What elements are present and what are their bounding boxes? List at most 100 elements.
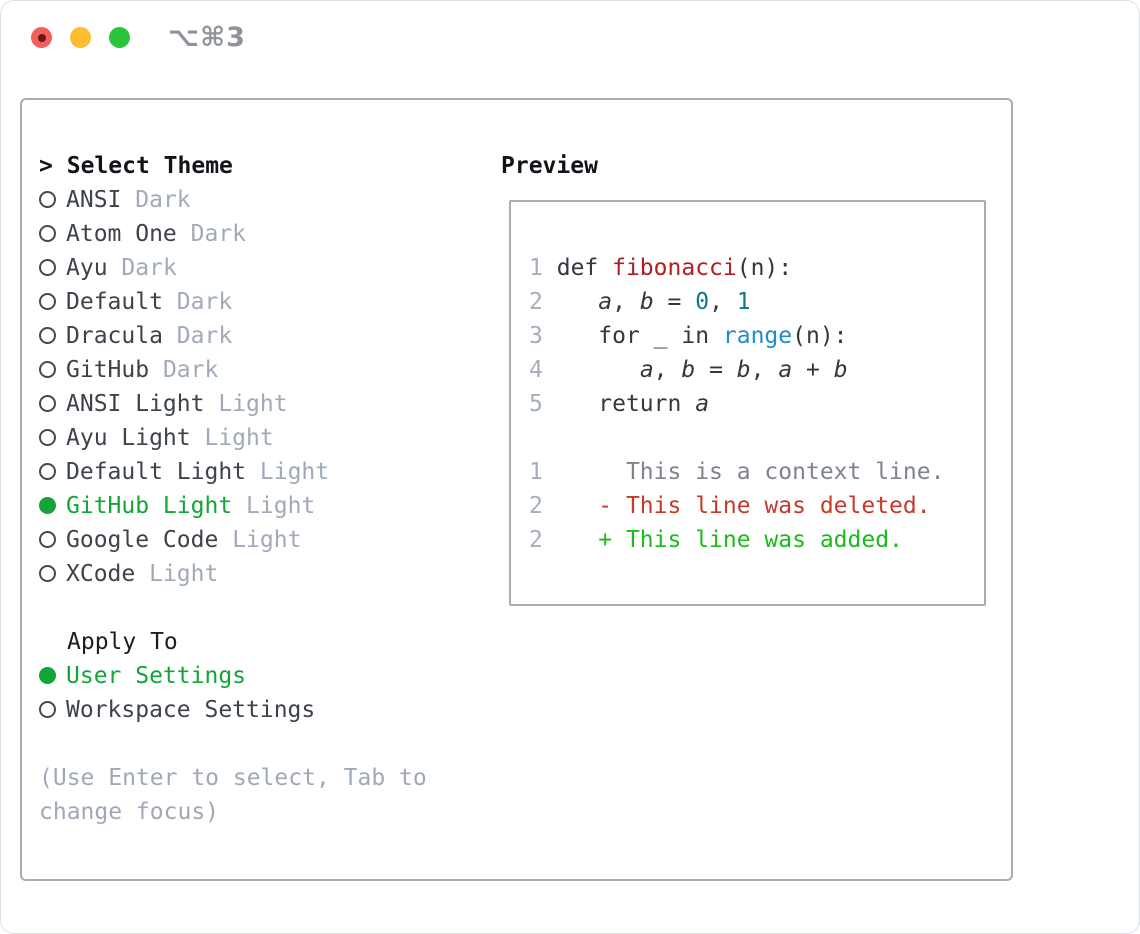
apply-option-label: Workspace Settings <box>66 697 316 723</box>
preview-column: Preview 1 def fibonacci(n):2 a, b = 0, 1… <box>501 149 986 606</box>
theme-option-label: Ayu <box>66 255 108 281</box>
theme-option-atom-one[interactable]: Atom One Dark <box>39 217 427 251</box>
code-segment-number: 1 <box>736 289 751 315</box>
code-segment-plain: for _ in <box>556 323 723 349</box>
code-segment-plain: def <box>556 255 613 281</box>
minimize-button[interactable] <box>70 27 91 48</box>
code-segment-plain: , <box>612 289 640 315</box>
code-line: 2 + This line was added. <box>529 523 984 557</box>
line-number: 2 <box>529 289 543 315</box>
code-line: 2 a, b = 0, 1 <box>529 285 984 319</box>
select-theme-title: Select Theme <box>66 153 233 179</box>
radio-icon <box>39 191 56 208</box>
radio-selected-icon <box>39 497 56 514</box>
theme-option-google-code[interactable]: Google Code Light <box>39 523 427 557</box>
code-line: 3 for _ in range(n): <box>529 319 984 353</box>
theme-option-github[interactable]: GitHub Dark <box>39 353 427 387</box>
radio-icon <box>39 531 56 548</box>
radio-icon <box>39 327 56 344</box>
code-segment-variable: a <box>598 289 613 315</box>
theme-option-ansi[interactable]: ANSI Dark <box>39 183 427 217</box>
line-number: 1 <box>529 459 543 485</box>
theme-option-label: XCode <box>66 561 136 587</box>
code-segment-function: fibonacci <box>612 255 737 281</box>
code-segment-plain: = <box>653 289 696 315</box>
code-segment-plain: (n): <box>736 255 793 281</box>
code-segment-variable: a <box>639 357 654 383</box>
theme-variant-label: Dark <box>135 187 191 213</box>
traffic-lights <box>31 27 130 48</box>
theme-option-label: Ayu Light <box>66 425 191 451</box>
close-button[interactable] <box>31 27 52 48</box>
theme-option-label: GitHub Light <box>66 493 233 519</box>
theme-option-label: GitHub <box>66 357 150 383</box>
code-line: 4 a, b = b, a + b <box>529 353 984 387</box>
apply-to-header: Apply To <box>67 629 178 655</box>
hint-text-line-1: (Use Enter to select, Tab to <box>39 765 427 791</box>
hint-text-line-2: change focus) <box>39 799 220 825</box>
code-segment-variable: a <box>695 391 710 417</box>
theme-option-default-light[interactable]: Default Light Light <box>39 455 427 489</box>
apply-option-label: User Settings <box>66 663 247 689</box>
radio-icon <box>39 259 56 276</box>
line-number: 5 <box>529 391 543 417</box>
radio-icon <box>39 701 56 718</box>
theme-variant-label: Dark <box>176 289 233 315</box>
theme-option-ayu-light[interactable]: Ayu Light Light <box>39 421 427 455</box>
radio-icon <box>39 225 56 242</box>
code-segment-plain <box>557 357 640 383</box>
theme-option-github-light[interactable]: GitHub Light Light <box>39 489 427 523</box>
code-segment-number: 0 <box>695 289 710 315</box>
line-number: 1 <box>529 255 543 281</box>
theme-option-label: Google Code <box>66 527 219 553</box>
theme-variant-label: Light <box>218 391 288 417</box>
theme-variant-label: Light <box>204 425 274 451</box>
theme-variant-label: Dark <box>162 357 219 383</box>
code-segment-variable: b <box>681 357 696 383</box>
code-segment-variable: b <box>736 357 751 383</box>
line-number: 4 <box>529 357 543 383</box>
radio-icon <box>39 361 56 378</box>
radio-icon <box>39 429 56 446</box>
theme-option-default[interactable]: Default Dark <box>39 285 427 319</box>
theme-variant-label: Light <box>149 561 219 587</box>
theme-option-label: Dracula <box>66 323 163 349</box>
radio-selected-icon <box>39 667 56 684</box>
theme-option-xcode[interactable]: XCode Light <box>39 557 427 591</box>
theme-variant-label: Dark <box>121 255 177 281</box>
select-theme-header: > Select Theme <box>39 149 427 183</box>
window-title: ⌥⌘3 <box>168 22 246 53</box>
apply-option-workspace-settings[interactable]: Workspace Settings <box>39 693 427 727</box>
radio-icon <box>39 395 56 412</box>
theme-option-dracula[interactable]: Dracula Dark <box>39 319 427 353</box>
radio-icon <box>39 463 56 480</box>
code-segment-builtin: range <box>722 323 793 349</box>
code-segment-plain: , <box>709 289 737 315</box>
code-segment-plain: = <box>695 357 737 383</box>
radio-icon <box>39 293 56 310</box>
code-segment-plain: return <box>556 391 696 417</box>
code-line: 1 This is a context line. <box>529 455 984 489</box>
code-segment-plain <box>557 493 599 519</box>
code-segment-plain: (n): <box>792 323 848 349</box>
apply-option-user-settings[interactable]: User Settings <box>39 659 427 693</box>
theme-option-label: ANSI <box>66 187 122 213</box>
theme-option-ayu[interactable]: Ayu Dark <box>39 251 427 285</box>
prompt-caret: > <box>39 153 53 179</box>
preview-title: Preview <box>501 153 598 179</box>
line-number: 3 <box>529 323 543 349</box>
zoom-button[interactable] <box>109 27 130 48</box>
theme-variant-label: Dark <box>176 323 233 349</box>
theme-variant-label: Light <box>259 459 330 485</box>
theme-option-label: Default Light <box>66 459 247 485</box>
code-segment-variable: a <box>778 357 793 383</box>
spacer <box>39 727 427 761</box>
code-line: 1 def fibonacci(n): <box>529 251 984 285</box>
theme-option-ansi-light[interactable]: ANSI Light Light <box>39 387 427 421</box>
code-segment-variable: b <box>833 357 848 383</box>
